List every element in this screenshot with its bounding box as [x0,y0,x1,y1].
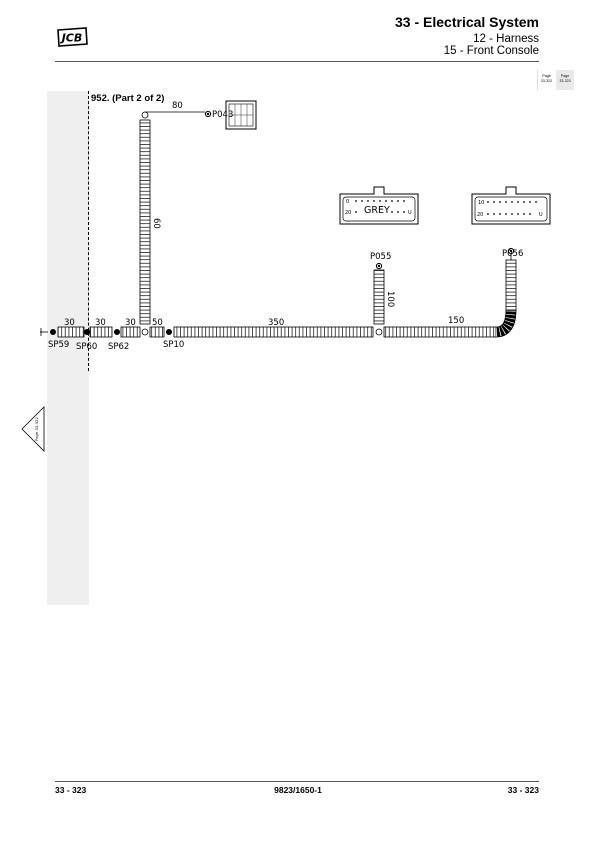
header-divider [55,61,539,62]
length-label-vertical-branch: 60 [151,218,161,229]
footer-page-left: 33 - 323 [55,785,87,795]
harness-drop-p055 [373,269,385,325]
section-title: 12 - Harness [473,33,539,45]
length-label-p055-drop: 100 [385,291,395,307]
page-ref-current[interactable]: Page 33-323 [556,70,574,90]
connector-face-p056 [471,186,551,225]
connector-color-label: GREY [364,205,390,216]
length-label-junction-sp10: 50 [152,318,163,328]
harness-segment-sp59-sp60 [57,326,85,338]
connector-label-p056: P056 [502,249,523,259]
splice-label-sp62: SP62 [108,342,129,352]
connector-face-p055 [339,186,419,225]
splice-label-sp59: SP59 [48,340,69,350]
page-ref-current-number: 33-323 [559,78,571,83]
harness-main-trunk [173,326,497,338]
splice-label-sp60: SP60 [76,342,97,352]
page-ref-prev-label: Page [542,74,551,78]
p055-pin-right: U [408,210,412,216]
p055-pin-side: 20 [345,210,351,216]
page-ref-prev-number: 33-322 [540,78,553,83]
svg-text:JCB: JCB [60,32,83,45]
page-ref-prev[interactable]: Page 33-322 [537,70,555,90]
splice-dot-sp60 [84,329,90,335]
splice-dot-sp10 [166,329,172,335]
continuation-band [47,91,89,605]
footer-page-right: 33 - 323 [507,785,539,795]
splice-dot-sp59 [50,329,56,335]
jcb-logo-icon: JCB [57,27,88,47]
p056-pin-right: U [539,212,543,218]
connector-label-p043: P043 [212,110,233,120]
length-label-sp60-sp62: 30 [95,318,106,328]
length-label-to-p056: 150 [448,316,464,326]
harness-segment-junction-sp10 [149,326,165,338]
arrow-left-icon [21,406,45,452]
harness-vertical-branch [139,111,205,325]
footer-doc-number: 9823/1650-1 [274,785,322,795]
page-ref-current-label: Page [560,74,570,78]
length-label-sp59-sp60: 30 [64,318,75,328]
splice-label-sp10: SP10 [163,340,184,350]
break-line [88,91,89,371]
length-label-sp62-junction: 30 [125,318,136,328]
length-label-to-p043: 80 [172,101,183,111]
p056-pin-top: 10 [478,200,484,206]
harness-segment-sp60-sp62 [89,326,113,338]
prev-page-arrow[interactable]: Page 33-322 [21,406,45,452]
connector-face-p043 [225,100,257,130]
p056-pin-side: 20 [477,212,483,218]
length-label-main-trunk: 350 [268,318,284,328]
figure-title: 952. (Part 2 of 2) [91,93,165,104]
footer-divider [55,781,539,782]
subsection-title: 15 - Front Console [443,45,539,57]
harness-segment-sp62-junction [120,326,141,338]
chapter-title: 33 - Electrical System [395,14,539,30]
harness-bend-p056 [495,254,517,338]
p055-pin-top: 0 [346,199,349,205]
connector-label-p055: P055 [370,252,391,262]
prev-page-label: Page 33-322 [34,416,39,440]
splice-dot-sp62 [114,329,120,335]
